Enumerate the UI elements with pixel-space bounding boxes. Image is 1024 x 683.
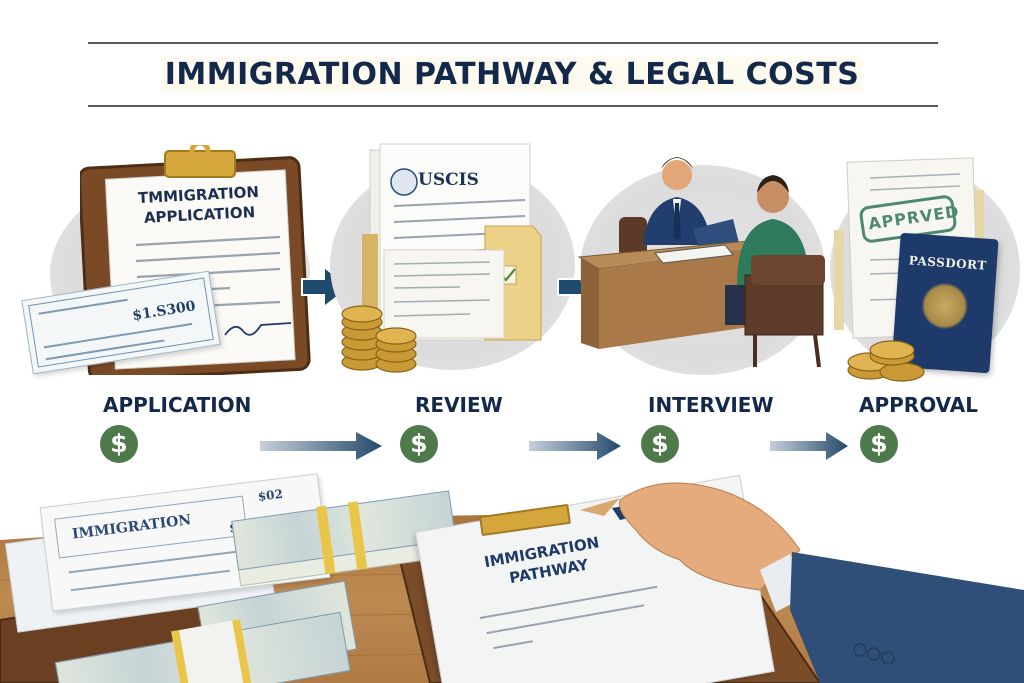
- header-top-rule: [88, 42, 938, 44]
- dollar-icon: $: [641, 425, 679, 463]
- agency-label: USCIS: [418, 170, 479, 190]
- page-title: IMMIGRATION PATHWAY & LEGAL COSTS: [0, 57, 1024, 92]
- flow-arrow-icon: [770, 432, 848, 460]
- flow-arrow-icon: [260, 432, 382, 460]
- dollar-icon: $: [100, 425, 138, 463]
- coins-icon: [341, 305, 417, 373]
- review-illustration: USCIS: [330, 140, 580, 380]
- header-bottom-rule: [88, 105, 938, 107]
- approval-illustration: APPRVED PASSDORT: [820, 150, 1024, 390]
- stage-label-interview: INTERVIEW: [648, 393, 774, 417]
- dollar-icon: $: [400, 425, 438, 463]
- stage-label-application: APPLICATION: [103, 393, 252, 417]
- coins-icon: [847, 340, 925, 382]
- interview-scene-icon: [577, 157, 825, 368]
- flow-arrow-icon: [529, 432, 621, 460]
- stage-label-approval: APPROVAL: [859, 393, 979, 417]
- application-illustration: TMMIGRATION APPLICATION $1.S300: [20, 135, 330, 395]
- form-title: TMMIGRATION APPLICATION: [137, 182, 260, 227]
- signing-hand-icon: [580, 482, 1024, 683]
- interview-illustration: [575, 145, 830, 380]
- stage-label-review: REVIEW: [415, 393, 503, 417]
- dollar-icon: $: [860, 425, 898, 463]
- eagle-emblem-icon: [920, 280, 970, 332]
- documents-icon: [362, 143, 542, 344]
- desk-scene: IMMIGRATION $02 $7,329D% IMMIGRATION PAT…: [0, 470, 1024, 683]
